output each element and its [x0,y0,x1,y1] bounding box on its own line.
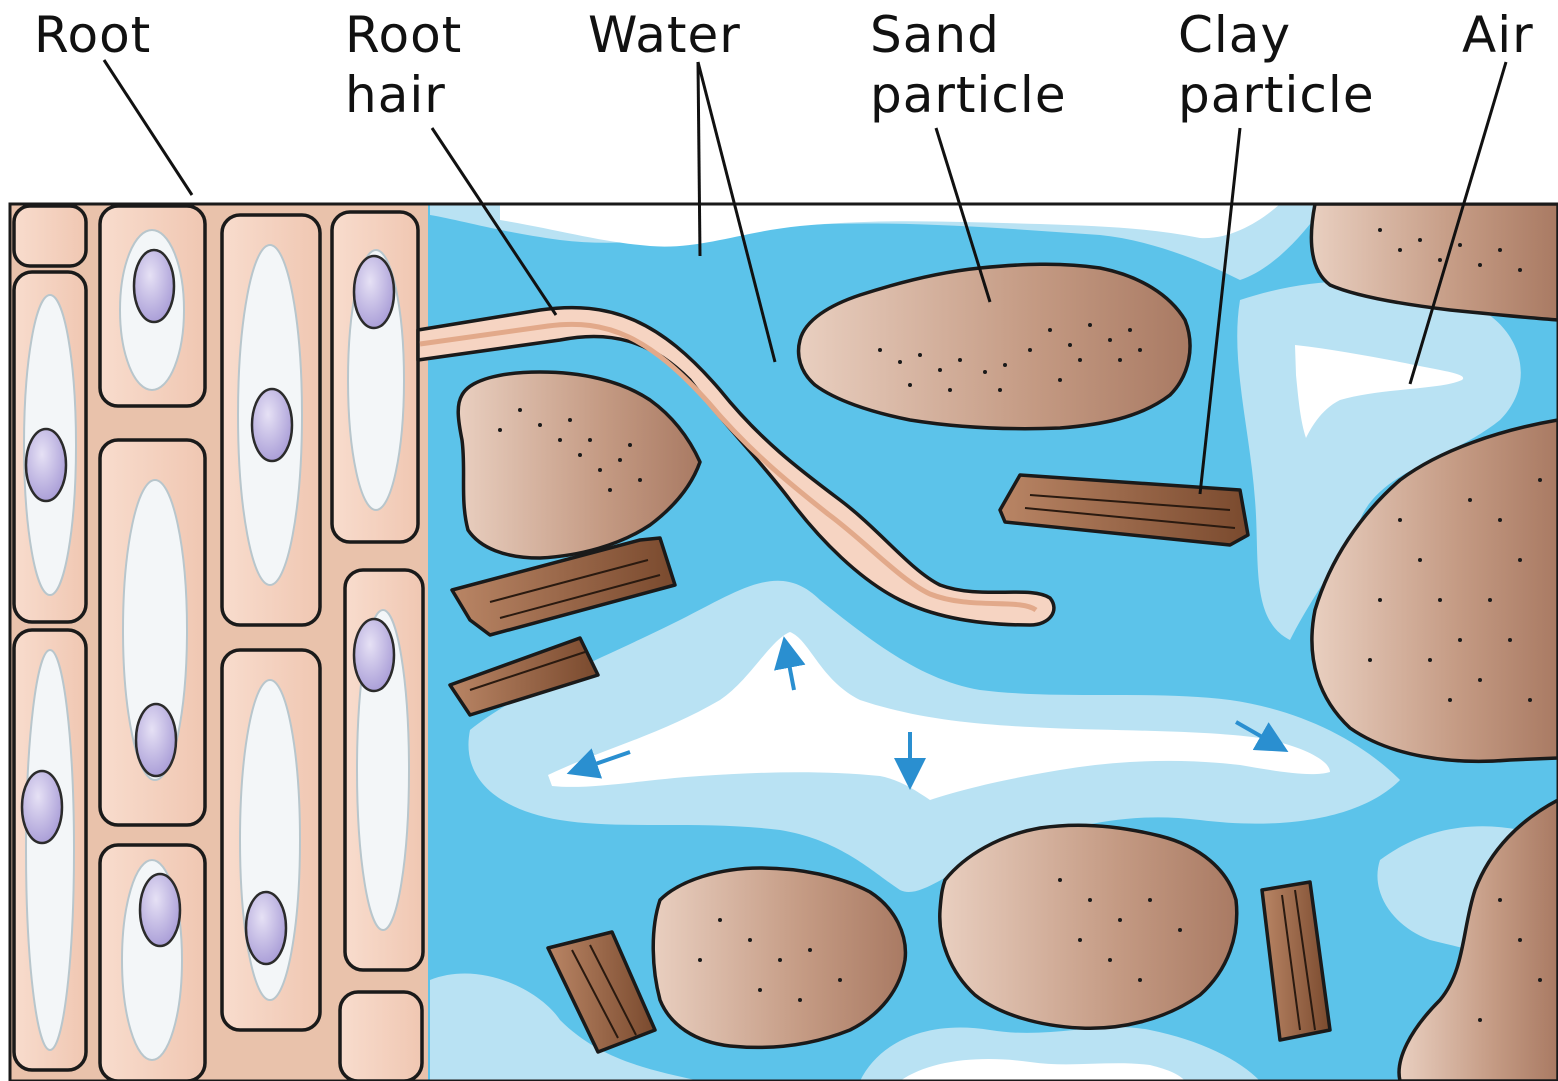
sand-particle [940,825,1237,1028]
soil-panel [10,204,1558,1081]
root-cell [340,992,422,1081]
sand-particle [653,868,905,1047]
label-sand-line2: particle [870,66,1067,124]
label-air: Air [1462,6,1534,64]
leader-root [104,60,192,195]
root-tissue [10,204,428,1081]
label-clay-line1: Clay [1178,6,1291,64]
label-water: Water [588,6,741,64]
label-clay-line2: particle [1178,66,1375,124]
label-sand-line1: Sand [870,6,1000,64]
leader-water [698,62,700,256]
label-root-hair-line2: hair [345,66,446,124]
label-root: Root [34,6,151,64]
label-root-hair-line1: Root [345,6,462,64]
root-cell [14,206,86,266]
